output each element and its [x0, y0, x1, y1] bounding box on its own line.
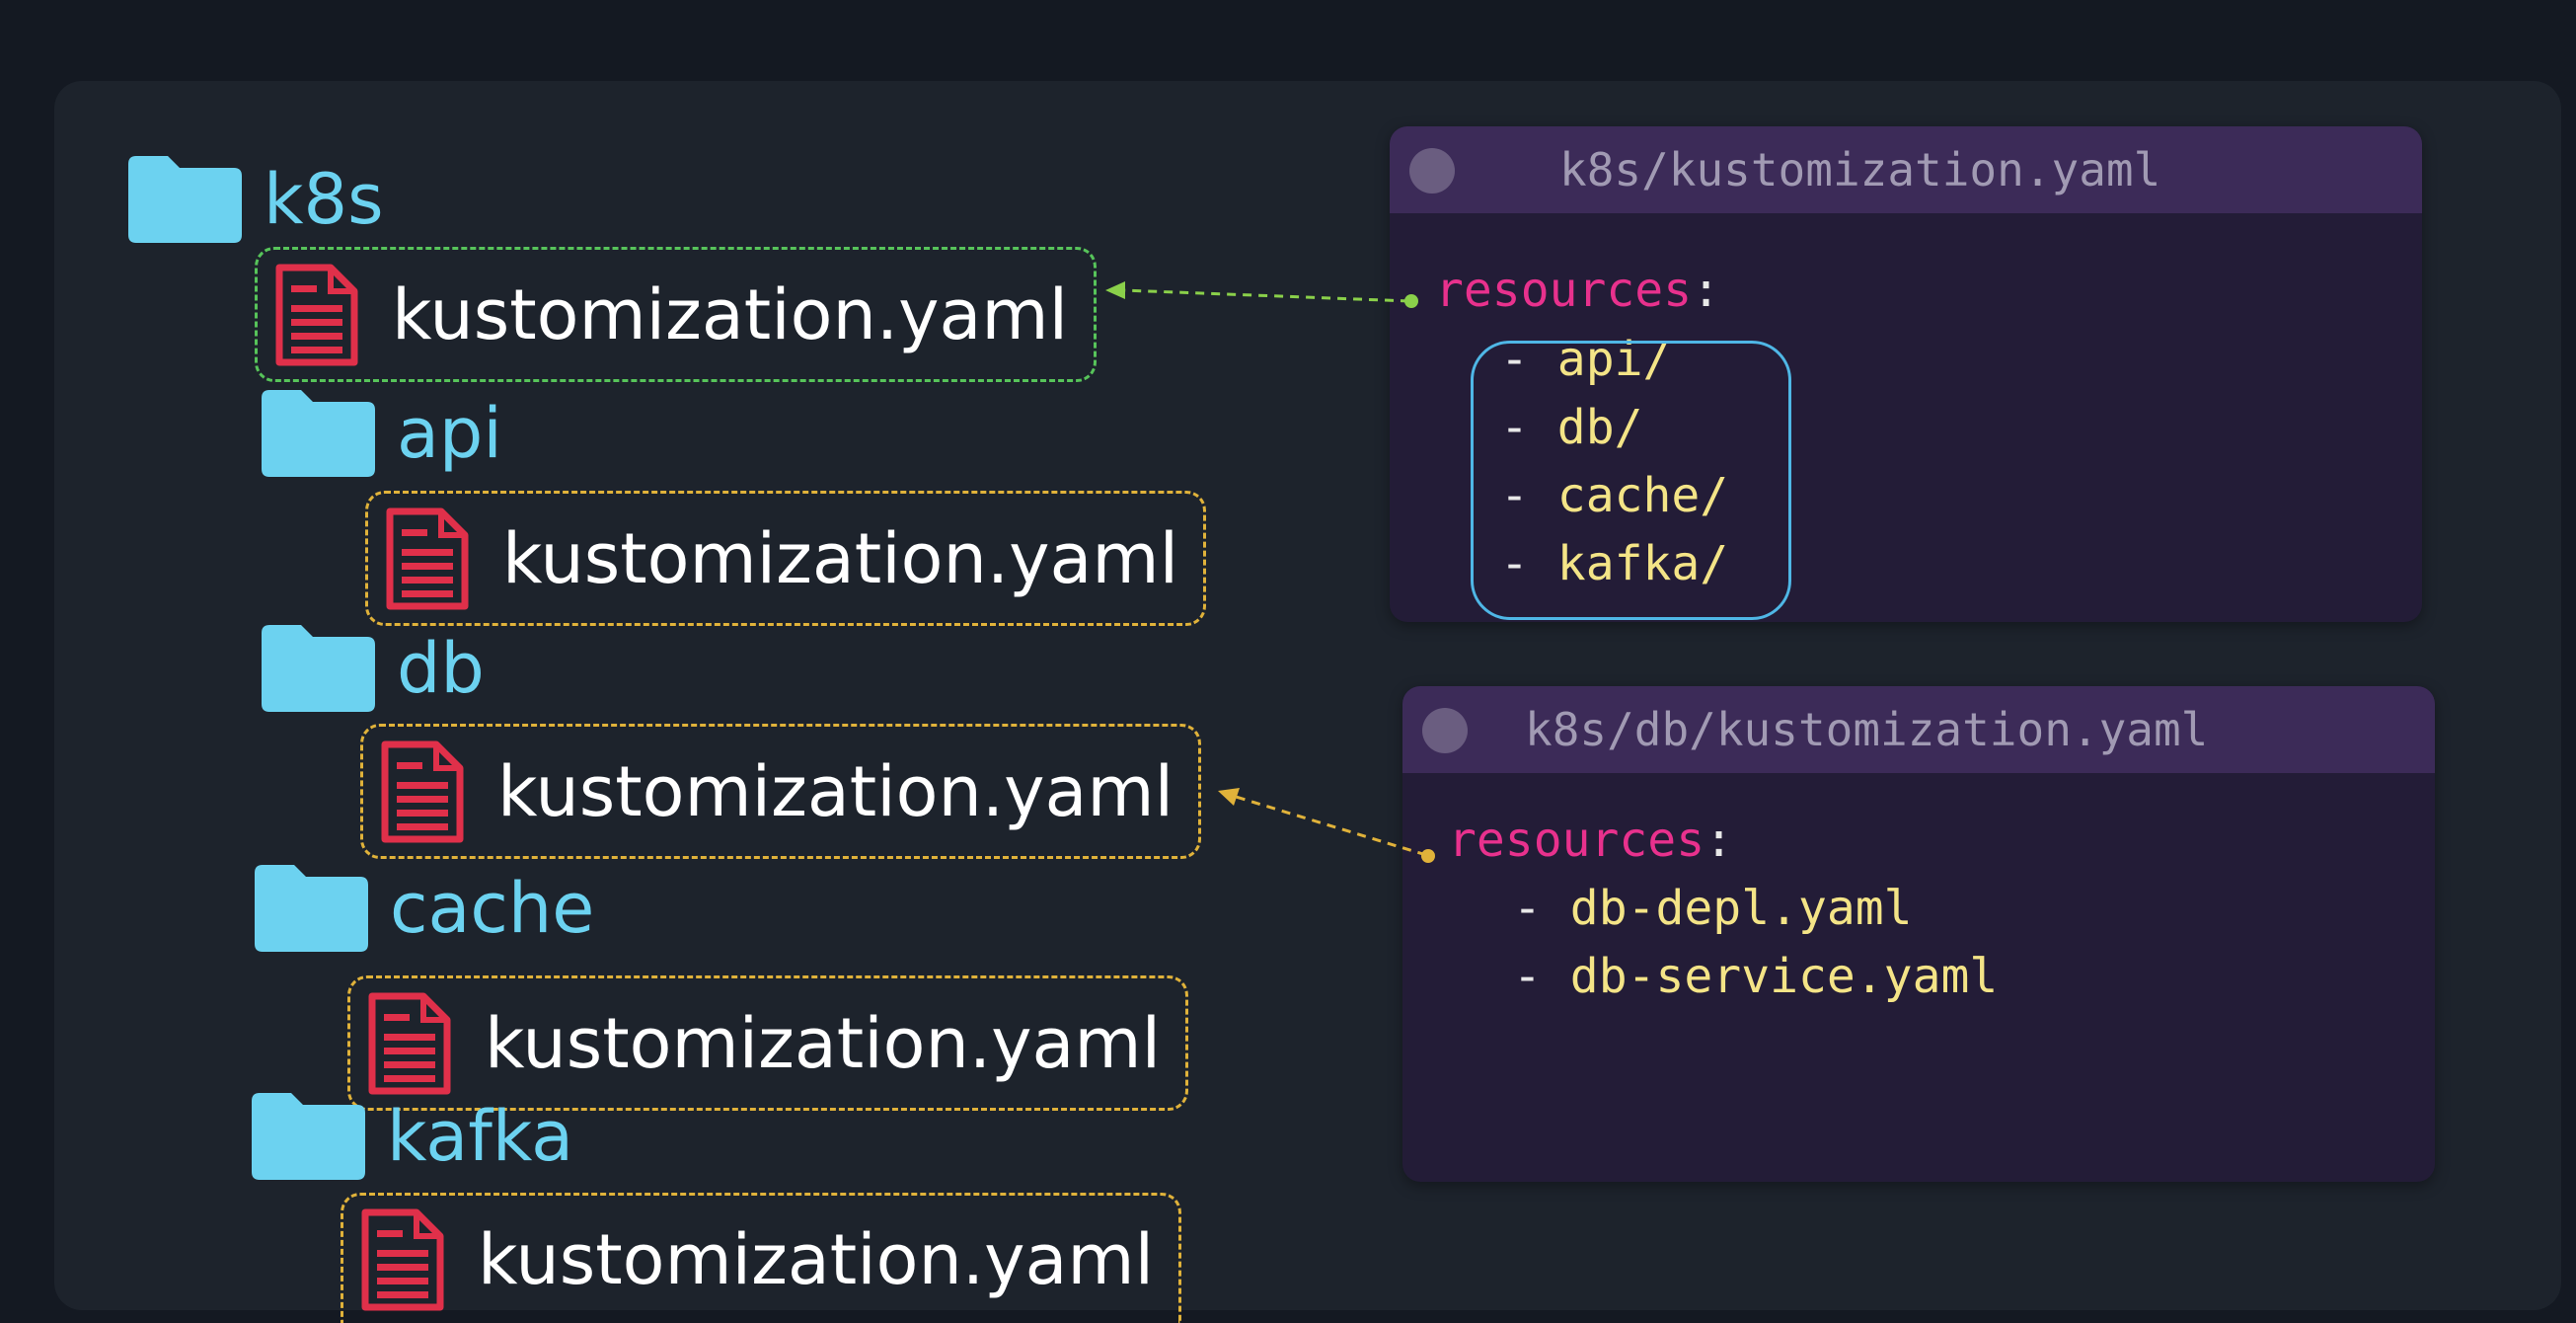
- resources-highlight: [1471, 341, 1791, 620]
- root-kustomization-file[interactable]: kustomization.yaml: [255, 247, 1097, 382]
- file-label: kustomization.yaml: [392, 273, 1069, 355]
- code-key-line: resources:: [1435, 261, 1720, 320]
- folder-label-db: db: [397, 628, 485, 709]
- folder-icon: [262, 625, 375, 712]
- yaml-key: resources: [1435, 263, 1693, 318]
- folder-k8s[interactable]: k8s: [128, 156, 384, 243]
- code-card-header: k8s/kustomization.yaml: [1390, 126, 2422, 213]
- file-label: kustomization.yaml: [478, 1218, 1155, 1300]
- yaml-value: db/: [1556, 400, 1643, 455]
- code-card-root: k8s/kustomization.yaml resources: - api/…: [1390, 126, 2422, 622]
- document-icon: [368, 992, 451, 1094]
- code-card-header: k8s/db/kustomization.yaml: [1402, 686, 2435, 773]
- folder-label-api: api: [397, 393, 502, 474]
- yaml-value: cache/: [1556, 468, 1729, 523]
- yaml-value: db-depl.yaml: [1569, 881, 1913, 936]
- folder-label-cache: cache: [390, 868, 595, 949]
- code-card-title: k8s/kustomization.yaml: [1559, 143, 2161, 196]
- folder-icon: [255, 865, 368, 952]
- code-card-title: k8s/db/kustomization.yaml: [1525, 703, 2209, 756]
- file-label: kustomization.yaml: [485, 1002, 1162, 1084]
- code-item-line: - db-depl.yaml: [1513, 881, 1913, 936]
- folder-api[interactable]: api: [262, 390, 502, 477]
- code-item-line: - db-service.yaml: [1513, 949, 1999, 1004]
- folder-db[interactable]: db: [262, 625, 485, 712]
- document-icon: [361, 1208, 444, 1310]
- folder-icon: [252, 1093, 365, 1180]
- document-icon: [275, 264, 358, 365]
- cache-kustomization-file[interactable]: kustomization.yaml: [347, 975, 1188, 1111]
- file-label: kustomization.yaml: [497, 750, 1174, 832]
- document-icon: [381, 740, 464, 842]
- folder-icon: [128, 156, 242, 243]
- code-key-line: resources:: [1448, 811, 1733, 870]
- folder-cache[interactable]: cache: [255, 865, 594, 952]
- kafka-kustomization-file[interactable]: kustomization.yaml: [341, 1193, 1181, 1323]
- folder-kafka[interactable]: kafka: [252, 1093, 573, 1180]
- code-item-line: - kafka/: [1500, 536, 1729, 591]
- db-kustomization-file[interactable]: kustomization.yaml: [360, 724, 1201, 859]
- window-dot-icon: [1422, 708, 1468, 753]
- yaml-value: db-service.yaml: [1569, 949, 1999, 1004]
- code-body: resources: - db-depl.yaml - db-service.y…: [1402, 773, 2435, 1182]
- yaml-key: resources: [1448, 813, 1705, 868]
- yaml-value: kafka/: [1556, 536, 1729, 591]
- window-dot-icon: [1409, 148, 1455, 194]
- code-item-line: - db/: [1500, 400, 1643, 455]
- folder-label-k8s: k8s: [264, 159, 384, 240]
- api-kustomization-file[interactable]: kustomization.yaml: [365, 491, 1206, 626]
- yaml-colon: :: [1692, 263, 1720, 318]
- code-item-line: - cache/: [1500, 468, 1729, 523]
- folder-icon: [262, 390, 375, 477]
- folder-label-kafka: kafka: [387, 1096, 574, 1177]
- document-icon: [386, 507, 469, 609]
- code-card-db: k8s/db/kustomization.yaml resources: - d…: [1402, 686, 2435, 1182]
- file-label: kustomization.yaml: [502, 517, 1179, 599]
- yaml-colon: :: [1705, 813, 1733, 868]
